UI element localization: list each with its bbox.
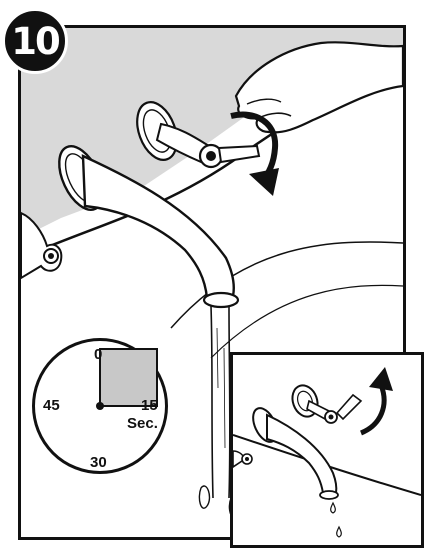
- inset-cold-handle: [233, 450, 253, 468]
- spout: [58, 145, 240, 309]
- cold-handle: [21, 211, 63, 280]
- basin-curve-inner: [210, 284, 403, 359]
- tick-label-0: 0: [94, 346, 103, 363]
- basin-curve: [170, 241, 403, 329]
- timer-unit-label: Sec.: [127, 415, 158, 432]
- faucet-scene: [21, 28, 403, 519]
- inset-faucet-scene: [233, 367, 421, 538]
- hot-handle: [136, 101, 261, 169]
- turn-arrow-icon: [230, 111, 279, 196]
- timer-face: [96, 348, 158, 410]
- timer-clock: 0 15 30 45 Sec.: [32, 338, 168, 474]
- drip-icon: [336, 525, 342, 538]
- drip-icon: [330, 501, 336, 514]
- inset-illustration-panel: [230, 352, 424, 548]
- inset-hot-handle: [291, 384, 363, 424]
- step-number-badge: 10: [2, 8, 68, 74]
- elapsed-wedge: [99, 348, 158, 407]
- inset-turn-arrow-icon: [359, 367, 393, 436]
- tick-label-15: 15: [141, 397, 158, 414]
- tick-label-45: 45: [43, 397, 60, 414]
- tick-label-30: 30: [90, 454, 107, 471]
- inset-spout: [252, 407, 339, 500]
